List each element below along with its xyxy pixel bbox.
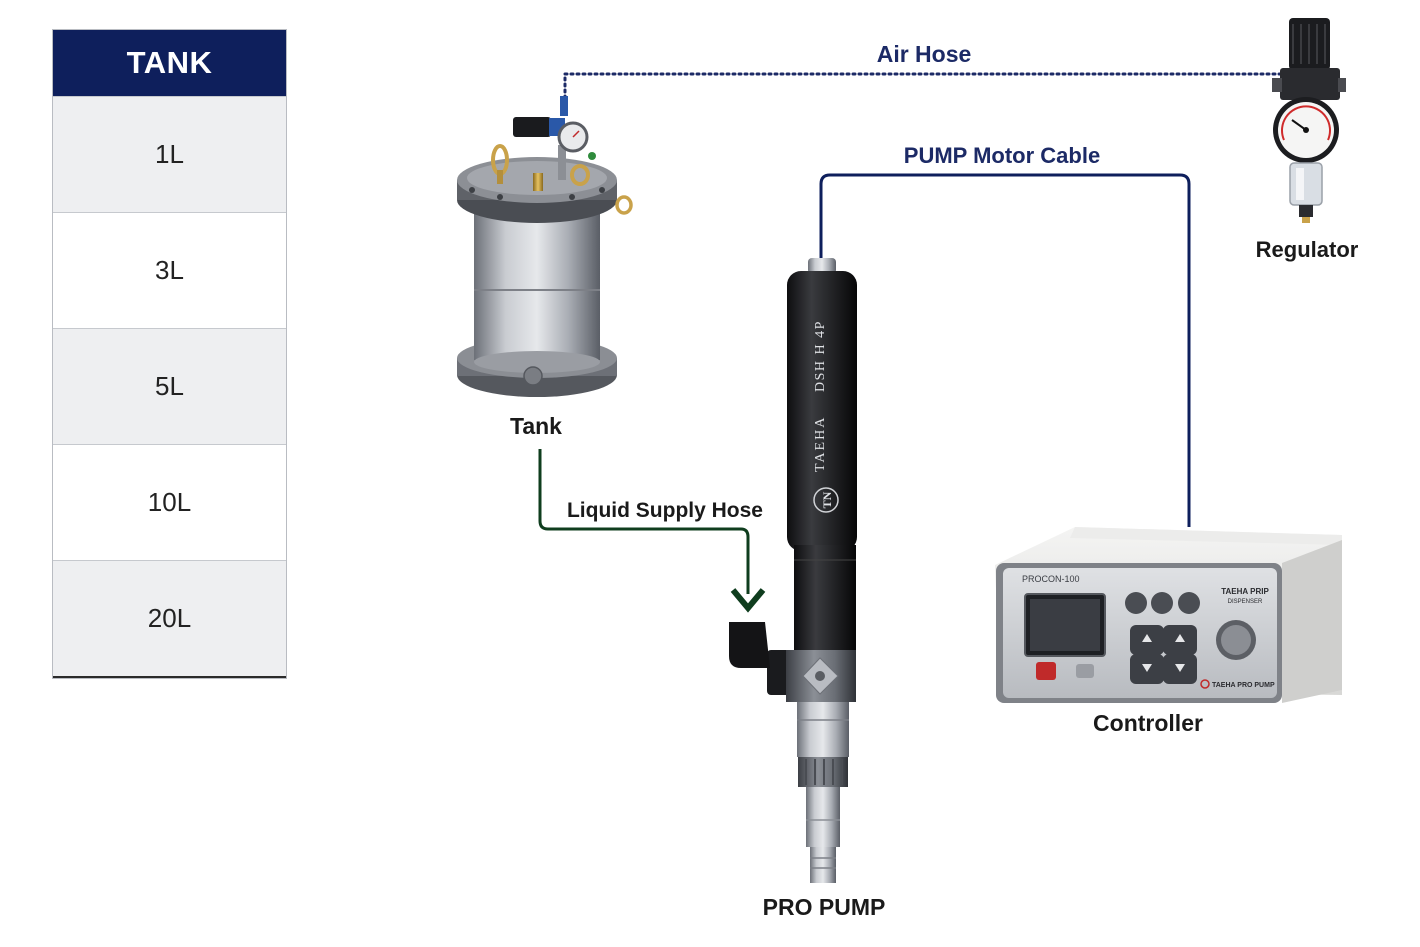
- air-regulator-image: [1272, 18, 1346, 223]
- air-hose-label: Air Hose: [877, 41, 972, 67]
- tank-size-1l: 1L: [53, 96, 286, 212]
- pro-pump-image: TN TAEHA DSH H 4P: [729, 258, 857, 883]
- regulator-label: Regulator: [1256, 237, 1359, 262]
- liquid-supply-hose-label: Liquid Supply Hose: [567, 499, 763, 522]
- tank-size-10l: 10L: [53, 444, 286, 560]
- pump-model-text: DSH H 4P: [813, 320, 828, 392]
- liquid-supply-hose-line: [538, 449, 750, 594]
- table-bottom-rule: [53, 676, 286, 678]
- liquid-flow-arrow-icon: [730, 588, 766, 613]
- controller-label: Controller: [1093, 710, 1203, 736]
- controller-model-text: PROCON-100: [1022, 574, 1080, 584]
- tank-label: Tank: [510, 413, 562, 439]
- controller-brand-bottom-text: TAEHA PRO PUMP: [1212, 682, 1275, 689]
- tank-size-5l: 5L: [53, 328, 286, 444]
- controller-image: PROCON-100 TAEHA PRIP DISPENSER TAEHA PR…: [995, 527, 1342, 703]
- tank-size-20l: 20L: [53, 560, 286, 676]
- controller-brand-sub-text: DISPENSER: [1228, 599, 1263, 605]
- tank-size-3l: 3L: [53, 212, 286, 328]
- controller-brand-top-text: TAEHA PRIP: [1221, 587, 1269, 596]
- pressure-tank-image: [457, 96, 633, 397]
- air-hose-line: [563, 72, 1290, 112]
- pump-motor-cable-label: PUMP Motor Cable: [904, 143, 1100, 168]
- pump-motor-cable-line: [819, 173, 1191, 527]
- tank-table-body: 1L 3L 5L 10L 20L: [53, 96, 286, 676]
- pump-brand-text: TAEHA: [813, 416, 828, 472]
- pro-pump-label: PRO PUMP: [763, 894, 886, 920]
- pump-logo-text: TN: [820, 491, 834, 508]
- tank-size-table: TANK 1L 3L 5L 10L 20L: [52, 29, 287, 679]
- tank-table-header: TANK: [53, 30, 286, 96]
